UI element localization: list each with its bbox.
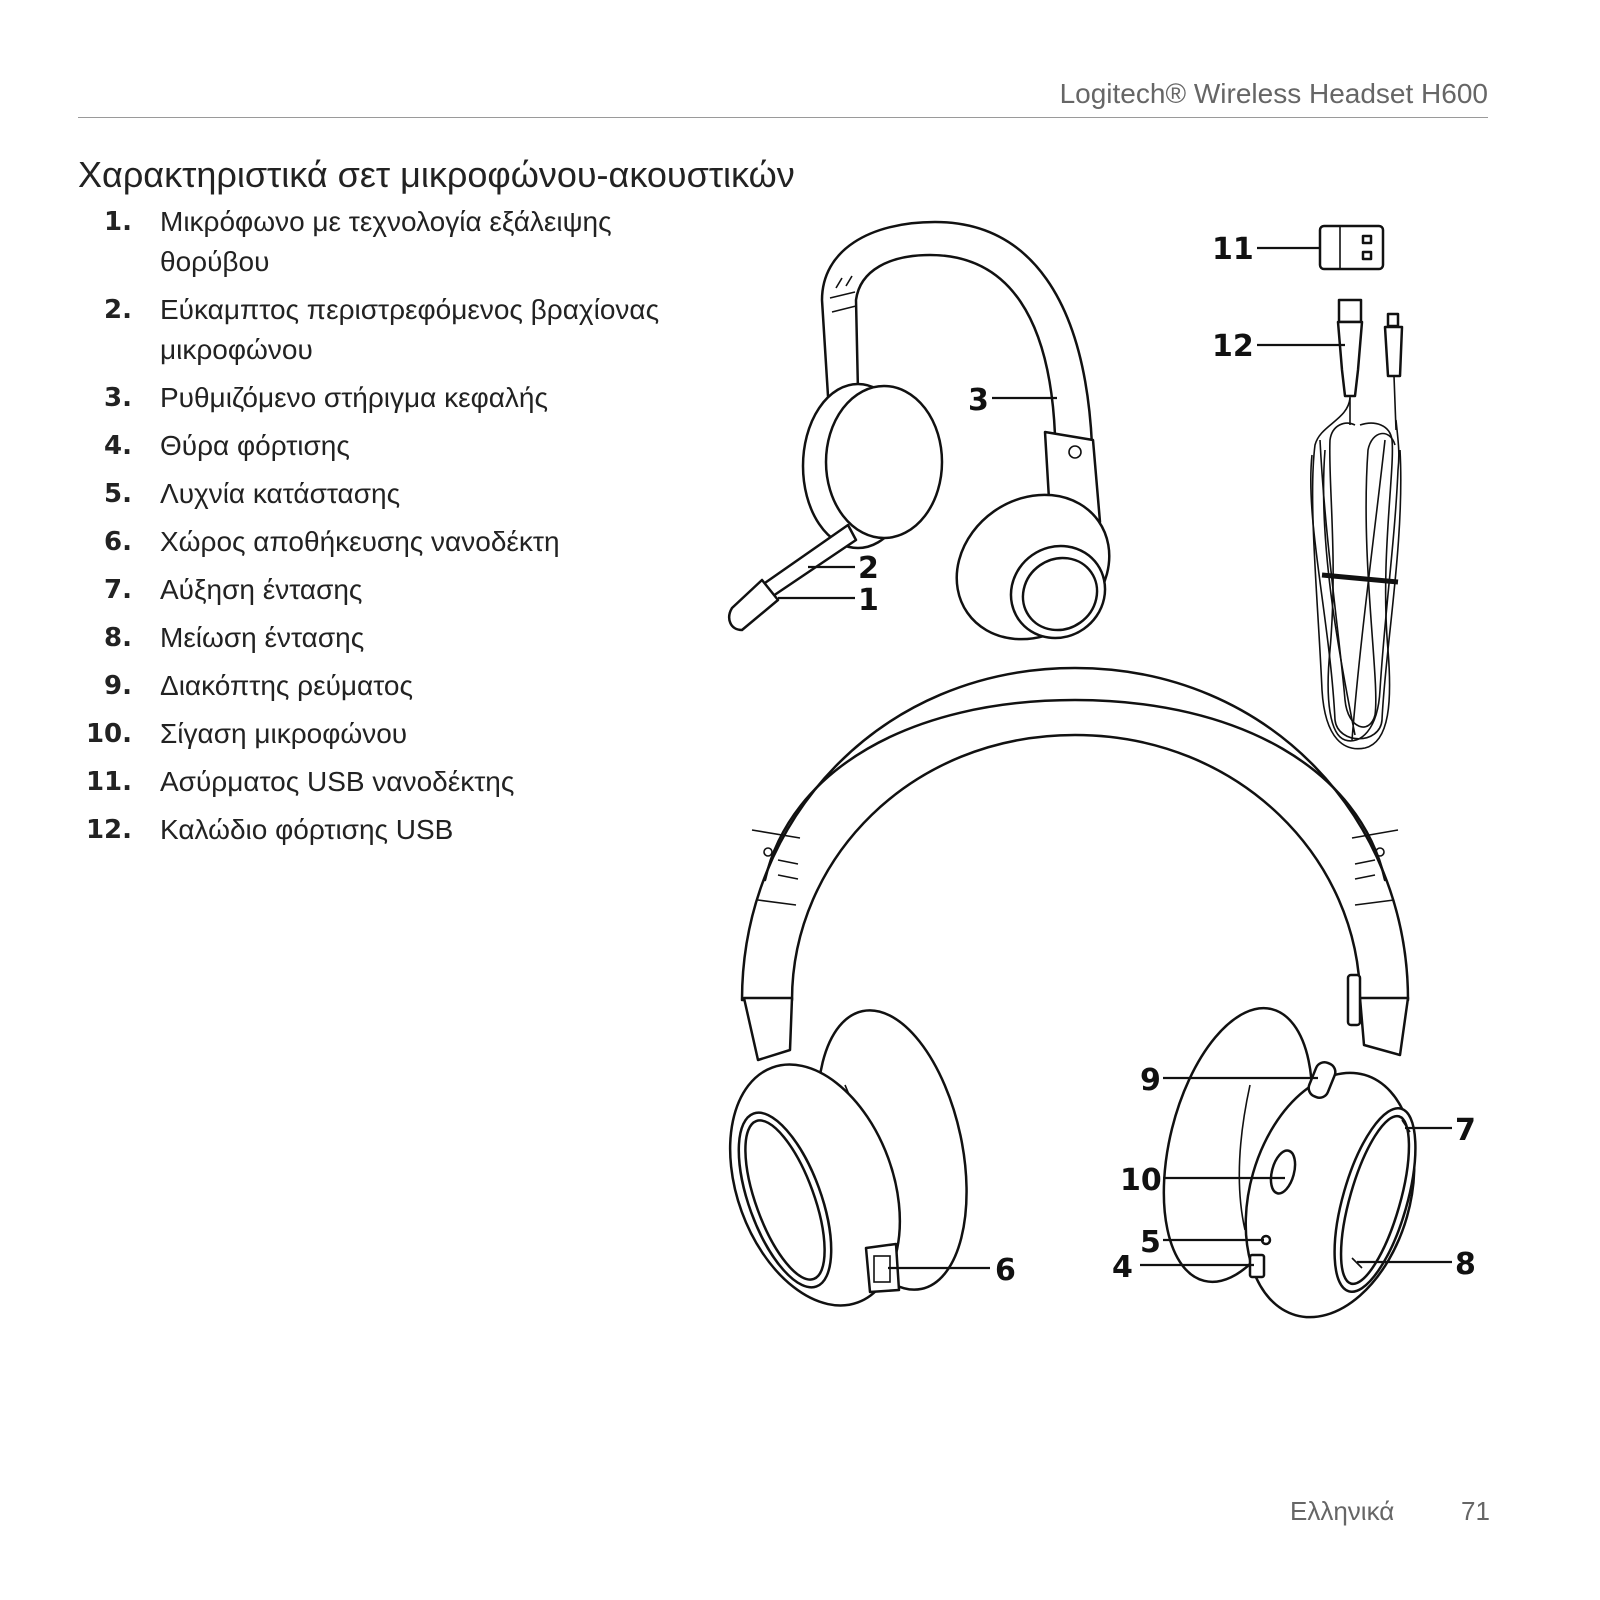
callout-11: 11 [1212, 232, 1254, 267]
item-number: 10. [85, 719, 132, 749]
callout-3: 3 [968, 383, 989, 418]
micro-usb-plug [1386, 312, 1400, 328]
item-number: 8. [104, 623, 132, 653]
item-text: Σίγαση μικροφώνου [160, 718, 408, 749]
callout-7: 7 [1455, 1113, 1476, 1148]
callout-4: 4 [1112, 1250, 1133, 1285]
item-text: Λυχνία κατάστασης [160, 478, 401, 509]
item-number: 11. [85, 767, 132, 797]
right-earcup [1244, 1061, 1417, 1319]
item-number: 6. [104, 527, 132, 557]
headset-front-view [728, 666, 1417, 1319]
nano-receiver-storage [864, 1242, 901, 1294]
list-item: 2. Εύκαμπτος περιστρεφόμενος βραχίονας μι… [62, 290, 702, 370]
microphone-boom [728, 523, 858, 632]
left-earcup [728, 1063, 902, 1307]
feature-list: 1. Μικρόφωνο με τεχνολογία εξάλειψης θορύ… [62, 202, 702, 858]
item-text: Θύρα φόρτισης [160, 430, 350, 461]
header-product-name: Logitech® Wireless Headset H600 [1059, 78, 1488, 109]
usb-nano-receiver [1318, 224, 1385, 271]
item-text: Μικρόφωνο με τεχνολογία εξάλειψης θορύβο… [160, 206, 612, 277]
footer-language: Ελληνικά [1290, 1496, 1395, 1526]
usb-charging-cable [1309, 298, 1404, 750]
callout-8: 8 [1455, 1247, 1476, 1282]
item-number: 9. [104, 671, 132, 701]
list-item: 11. Ασύρματος USB νανοδέκτης [62, 762, 702, 802]
list-item: 12. Καλώδιο φόρτισης USB [62, 810, 702, 850]
item-number: 3. [104, 383, 132, 413]
item-text: Καλώδιο φόρτισης USB [160, 814, 454, 845]
list-item: 9. Διακόπτης ρεύματος [62, 666, 702, 706]
item-number: 7. [104, 575, 132, 605]
mute-button-icon [1269, 1149, 1297, 1195]
list-item: 8. Μείωση έντασης [62, 618, 702, 658]
item-number: 5. [104, 479, 132, 509]
list-item: 3. Ρυθμιζόμενο στήριγμα κεφαλής [62, 378, 702, 418]
callout-10: 10 [1120, 1163, 1162, 1198]
usb-plug [1337, 298, 1363, 324]
page-title: Χαρακτηριστικά σετ μικροφώνου-ακουστικών [78, 154, 795, 195]
callout-leaders [778, 246, 1452, 1270]
header-divider [78, 117, 1488, 118]
logo-icon [1068, 445, 1082, 459]
item-number: 12. [85, 815, 132, 845]
item-text: Μείωση έντασης [160, 622, 365, 653]
callout-2: 2 [858, 551, 879, 586]
right-earcup-side [955, 493, 1111, 641]
item-number: 1. [104, 207, 132, 237]
item-number: 4. [104, 431, 132, 461]
list-item: 6. Χώρος αποθήκευσης νανοδέκτη [62, 522, 702, 562]
headband-front [740, 666, 1410, 1002]
power-switch-icon [1307, 1061, 1337, 1099]
cable-tie [1321, 572, 1399, 585]
list-item: 10. Σίγαση μικροφώνου [62, 714, 702, 754]
left-earcup-side [801, 382, 944, 550]
callout-5: 5 [1140, 1225, 1161, 1260]
callout-12: 12 [1212, 329, 1254, 364]
headset-side-view [728, 220, 1111, 641]
right-arm [1346, 973, 1410, 1057]
item-text: Ρυθμιζόμενο στήριγμα κεφαλής [160, 382, 548, 413]
item-text: Χώρος αποθήκευσης νανοδέκτη [160, 526, 560, 557]
list-item: 4. Θύρα φόρτισης [62, 426, 702, 466]
item-text: Ασύρματος USB νανοδέκτης [160, 766, 515, 797]
item-number: 2. [104, 295, 132, 325]
list-item: 1. Μικρόφωνο με τεχνολογία εξάλειψης θορύ… [62, 202, 702, 282]
list-item: 5. Λυχνία κατάστασης [62, 474, 702, 514]
page-number: 71 [1461, 1496, 1490, 1526]
callout-9: 9 [1140, 1063, 1161, 1098]
left-arm [742, 996, 794, 1062]
callout-6: 6 [995, 1253, 1016, 1288]
item-text: Εύκαμπτος περιστρεφόμενος βραχίονας μικρ… [160, 294, 660, 365]
item-text: Αύξηση έντασης [160, 574, 363, 605]
item-text: Διακόπτης ρεύματος [160, 670, 413, 701]
callout-1: 1 [858, 583, 879, 618]
list-item: 7. Αύξηση έντασης [62, 570, 702, 610]
